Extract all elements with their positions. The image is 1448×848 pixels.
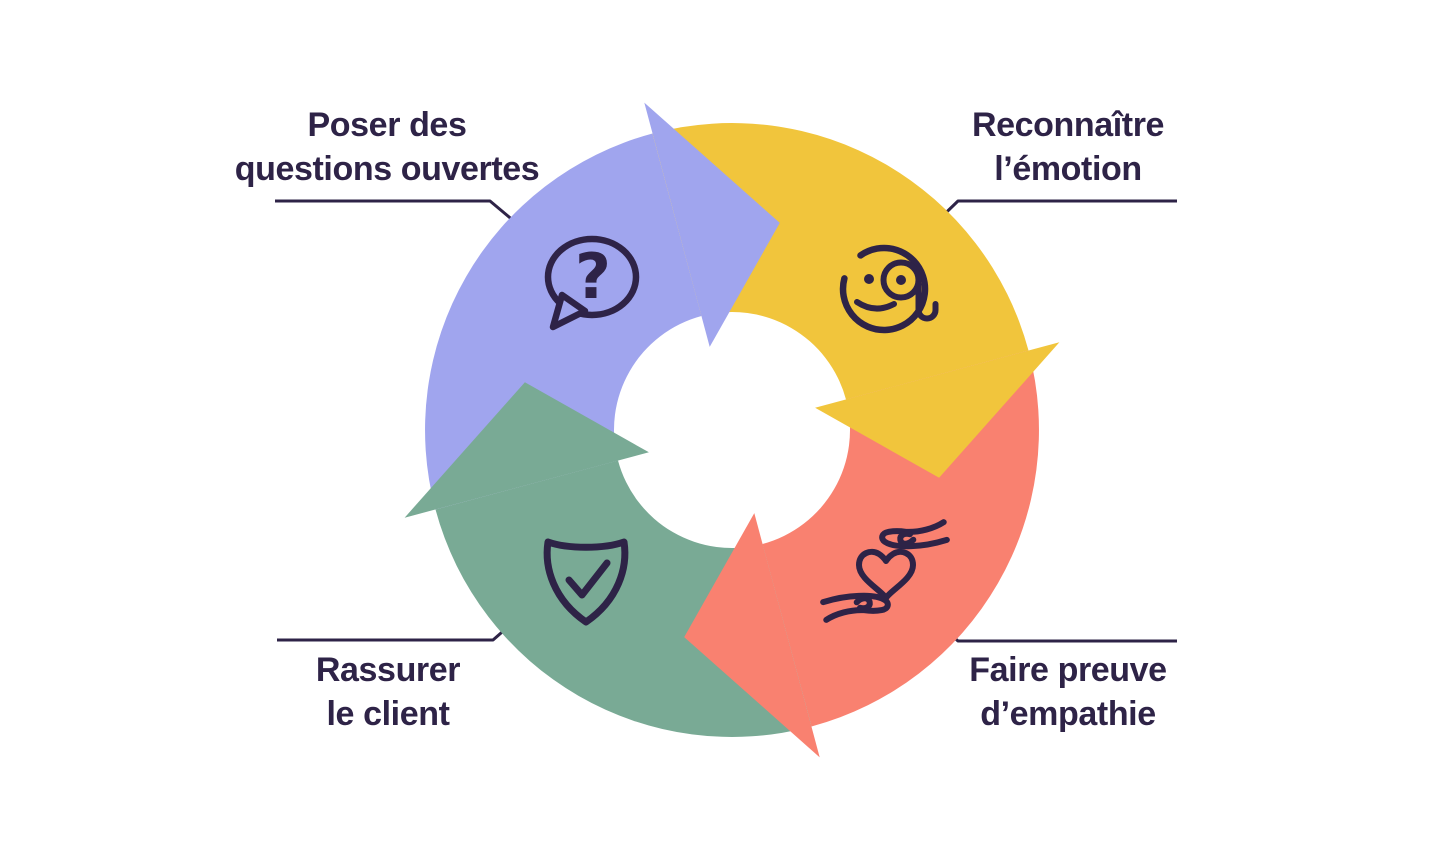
speech-bubble-question-icon: ? bbox=[544, 235, 640, 331]
label-line: l’émotion bbox=[994, 150, 1142, 188]
label-open-questions: Poser des questions ouvertes bbox=[235, 103, 540, 191]
heart-outline bbox=[856, 548, 916, 601]
monocle-handle bbox=[915, 281, 939, 322]
face-monocle-icon bbox=[839, 244, 939, 334]
label-line: questions ouvertes bbox=[234, 150, 540, 188]
ring-arrowheads bbox=[404, 102, 1060, 758]
label-show-empathy: Faire preuve d’empathie bbox=[969, 648, 1167, 736]
connector-bottom-left bbox=[277, 610, 526, 642]
check-mark bbox=[565, 559, 611, 599]
hands-heart-icon bbox=[820, 519, 950, 623]
label-line: Rassurer bbox=[315, 651, 461, 689]
label-line: Reconnaître bbox=[971, 106, 1165, 144]
segment-body-reassure-client bbox=[435, 460, 812, 737]
speech-bubble-tail bbox=[549, 291, 589, 331]
left-eye bbox=[864, 274, 874, 284]
arrowhead-show-empathy bbox=[684, 513, 820, 758]
monocle-ring bbox=[880, 259, 922, 301]
label-line: Poser des bbox=[307, 106, 467, 144]
label-reassure-client: Rassurer le client bbox=[315, 648, 461, 736]
right-eye bbox=[896, 275, 906, 285]
label-recognize-emotion: Reconnaître l’émotion bbox=[971, 103, 1165, 191]
question-mark-glyph: ? bbox=[575, 240, 611, 313]
arrowhead-reassure-client bbox=[404, 382, 649, 518]
lower-hand bbox=[820, 592, 891, 623]
arrowhead-open-questions bbox=[644, 102, 780, 347]
shield-check-icon bbox=[543, 538, 629, 626]
label-line: Faire preuve bbox=[969, 651, 1167, 689]
label-line: le client bbox=[326, 695, 450, 733]
segment-body-recognize-emotion bbox=[652, 123, 1029, 400]
mouth bbox=[854, 299, 897, 312]
shield-outline bbox=[543, 538, 629, 626]
connector-top-left bbox=[275, 199, 535, 240]
upper-hand-thumb bbox=[897, 530, 917, 547]
lower-hand-thumb bbox=[853, 595, 873, 612]
upper-hand bbox=[879, 519, 950, 550]
label-line: d’empathie bbox=[980, 695, 1156, 733]
speech-bubble-outline bbox=[544, 235, 640, 319]
arrowhead-recognize-emotion bbox=[815, 342, 1060, 478]
